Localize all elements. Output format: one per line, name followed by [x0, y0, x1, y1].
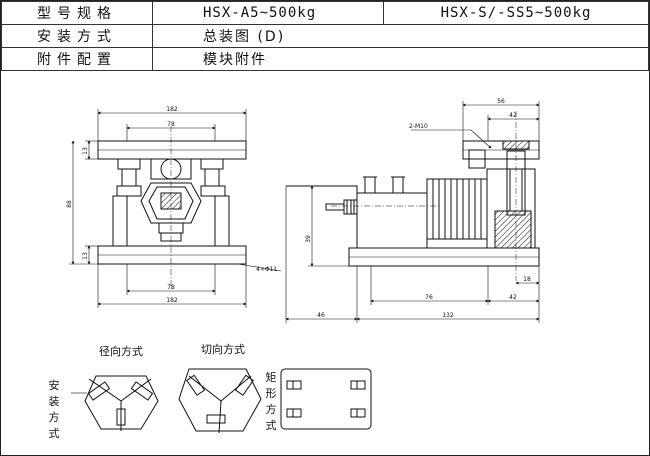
bellows	[426, 178, 488, 240]
dim-132: 132	[442, 312, 454, 319]
dim-13-bottom: 13	[82, 252, 89, 260]
svg-text:安: 安	[49, 378, 60, 392]
svg-text:方: 方	[266, 402, 277, 416]
dim-78-top: 78	[167, 121, 175, 128]
dim-42-top: 42	[509, 112, 517, 119]
spec-table: 型号规格 HSX-A5~500kg HSX-S/-SS5~500kg 安装方式 …	[1, 1, 649, 71]
rect-label: 矩 形 方 式	[266, 371, 277, 432]
spec-row-model: 型号规格 HSX-A5~500kg HSX-S/-SS5~500kg	[1, 1, 649, 25]
radial-diagram	[71, 375, 159, 431]
dim-78-bottom: 78	[167, 284, 175, 291]
dim-76: 76	[425, 294, 433, 301]
dim-hole-callout: 4×Φ11	[256, 266, 277, 273]
left-column	[112, 195, 128, 247]
tangential-title: 切向方式	[201, 342, 245, 356]
spec-row-install: 安装方式 总装图 (D)	[1, 24, 649, 48]
dim-46: 46	[317, 312, 325, 319]
radial-title: 径向方式	[99, 344, 143, 358]
spec-value-model-a: HSX-A5~500kg	[152, 1, 384, 25]
front-view	[69, 109, 282, 308]
install-side-label: 安 装 方 式	[49, 378, 60, 440]
dim-42-bottom: 42	[509, 294, 517, 301]
svg-text:方: 方	[49, 410, 60, 424]
side-dim-labels: 56 42 2-M10 39 18 76 42 46 132	[305, 98, 531, 319]
side-dimensions	[285, 101, 540, 323]
front-dimensions	[69, 109, 282, 308]
dim-56: 56	[497, 98, 505, 105]
side-bracket	[486, 140, 536, 249]
front-dim-labels: 182 78 13 88 13 4×Φ11 78 182	[66, 106, 277, 304]
top-bolts	[116, 158, 226, 197]
dim-88: 88	[66, 200, 73, 208]
svg-text:矩: 矩	[266, 371, 277, 384]
tangential-diagram	[178, 368, 262, 434]
svg-text:式: 式	[266, 419, 277, 432]
dim-18: 18	[523, 276, 531, 283]
rect-diagram	[280, 368, 372, 430]
svg-text:装: 装	[49, 395, 60, 408]
svg-text:式: 式	[49, 427, 60, 440]
dim-182-bottom: 182	[166, 297, 178, 304]
right-column	[214, 195, 230, 247]
dim-thread-callout: 2-M10	[409, 123, 428, 130]
sensor-block	[356, 192, 428, 249]
dim-13-top: 13	[82, 147, 89, 155]
spec-row-accessory: 附件配置 模块附件	[1, 47, 649, 71]
install-methods: 径向方式 切向方式 安 装 方 式	[49, 342, 372, 440]
spec-label-install: 安装方式	[1, 24, 153, 48]
dim-39: 39	[305, 235, 312, 243]
dim-182-top: 182	[166, 106, 178, 113]
side-view	[285, 101, 540, 323]
spec-label-model: 型号规格	[1, 1, 153, 25]
spec-value-accessory: 模块附件	[152, 47, 649, 71]
svg-text:形: 形	[266, 387, 277, 400]
